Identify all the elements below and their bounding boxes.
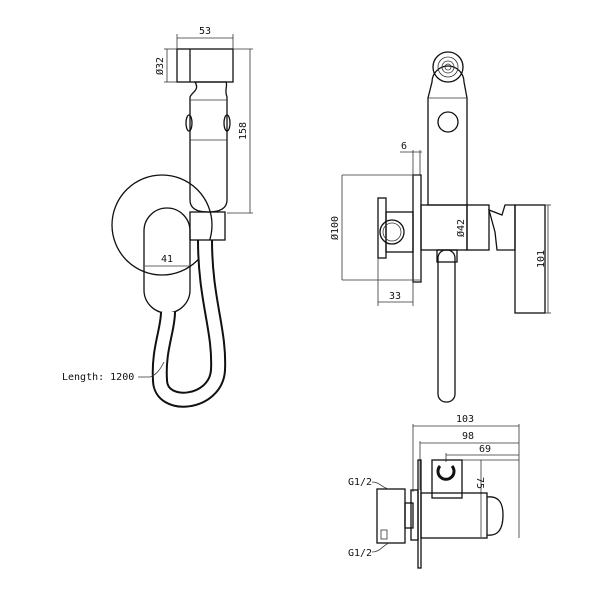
dim-103: 103 [456,414,474,425]
front-view: 6 Ø100 Ø42 101 33 [329,51,551,403]
dim-75: 75 [474,477,485,489]
holder [385,211,414,253]
holder-bracket [189,211,226,241]
sprayer-handle [189,81,228,213]
valve-body [420,492,488,539]
wall-plate [412,174,422,283]
lever-end [486,496,504,536]
trigger-left [185,114,193,132]
trigger-right [223,114,231,132]
dim-69: 69 [479,444,491,455]
trigger-button [437,111,459,133]
lever-neck [488,204,516,251]
dim-d42: Ø42 [455,219,467,237]
dim-6: 6 [401,141,407,152]
lever [514,204,546,314]
wall-plate [111,174,213,276]
dim-41: 41 [161,254,173,265]
holder [431,459,463,499]
dim-53: 53 [199,26,211,37]
holder-ring [379,219,405,245]
spray-head [176,48,234,83]
dim-158: 158 [238,122,249,140]
valve-collar [466,204,490,251]
top-view: 103 98 69 75 G1/2 G1/2 [348,414,520,569]
spray-face [432,51,464,83]
hose-length-label: Length: 1200 [62,372,134,383]
hose [153,239,225,406]
dim-d32: Ø32 [154,57,166,75]
inlet-label: G1/2 [348,477,372,488]
outlet-label: G1/2 [348,548,372,559]
dim-33: 33 [389,291,401,302]
hose-pipe [437,249,456,403]
sprayer-front [427,65,468,206]
dim-d100: Ø100 [329,216,341,240]
holder-clip [436,465,456,481]
dim-98: 98 [462,431,474,442]
dim-101: 101 [536,250,547,268]
side-view: 53 Ø32 158 41 Length: 1200 [62,26,253,408]
